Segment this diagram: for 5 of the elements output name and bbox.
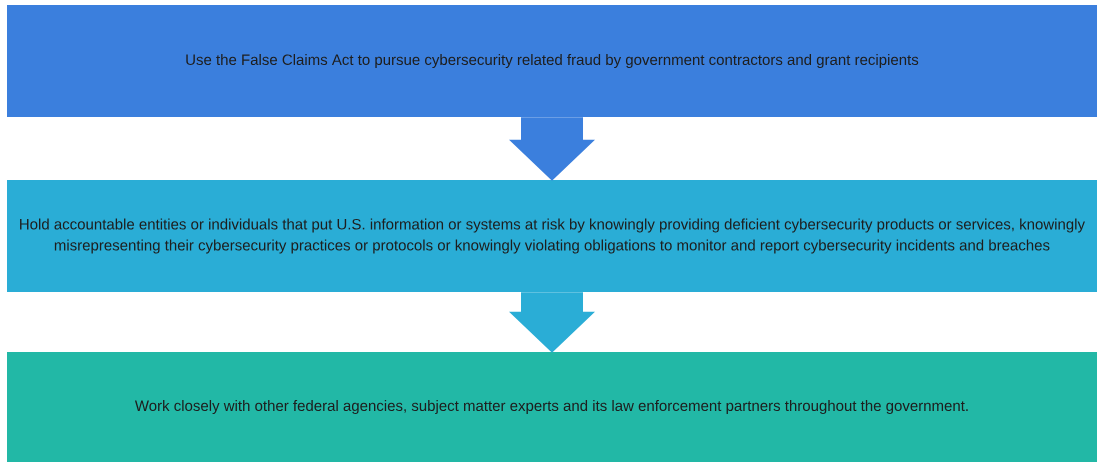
block-arrow xyxy=(509,117,595,181)
process-box: Hold accountable entities or individuals that put U.S. information or systems at risk by knowingly providing deficient cybersecurity products or services, knowingly misrepresenting their cybersecurity practices or protocols or knowingly violating obligations to monitor and report cybersecurity incidents and breaches xyxy=(7,180,1097,292)
process-box: Work closely with other federal agencies, subject matter experts and its law enforcement partners throughout the government. xyxy=(7,352,1097,462)
block-arrow xyxy=(509,292,595,353)
process-box: Use the False Claims Act to pursue cybersecurity related fraud by government contractors and grant recipients xyxy=(7,5,1097,117)
